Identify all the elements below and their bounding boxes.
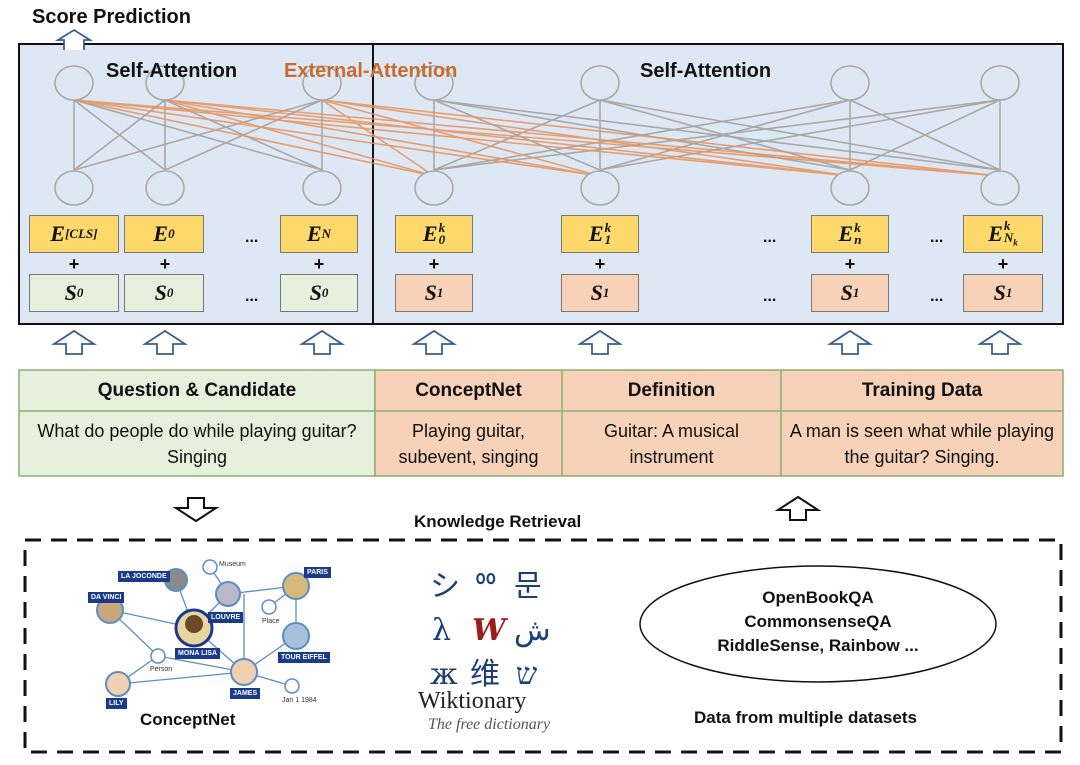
svg-text:문: 문 xyxy=(514,569,542,604)
conceptnet-title: ConceptNet xyxy=(415,379,522,401)
svg-text:ش: ش xyxy=(514,613,551,648)
dataset-item: OpenBookQA xyxy=(762,588,874,607)
svg-text:ж: ж xyxy=(430,657,458,692)
dataset-item: CommonsenseQA xyxy=(744,612,892,631)
attention-nodes-top xyxy=(54,65,1020,101)
graph-label: DA VINCI xyxy=(88,592,125,603)
definition-body: Guitar: A musical instrument xyxy=(603,421,740,467)
graph-label: PARIS xyxy=(304,567,331,578)
ellipsis: ... xyxy=(930,229,944,246)
ellipsis: ... xyxy=(763,288,777,305)
retrieval-arrow-down-icon xyxy=(172,497,220,523)
svg-text:ש: ש xyxy=(516,657,537,692)
graph-label: Person xyxy=(150,666,173,673)
training-title: Training Data xyxy=(861,379,983,401)
self-attention-left-label: Self-Attention xyxy=(106,60,238,82)
graph-label: LA JOCONDE xyxy=(118,571,170,582)
plus-sign: + xyxy=(313,254,325,274)
conceptnet-graph xyxy=(96,559,310,697)
definition-title: Definition xyxy=(627,379,716,401)
ellipsis: ... xyxy=(763,229,777,246)
graph-label: Museum xyxy=(219,561,246,568)
datasets-caption: Data from multiple datasets xyxy=(694,708,917,727)
dataset-item: RiddleSense, Rainbow ... xyxy=(717,636,919,655)
retrieval-arrow-up-icon xyxy=(774,495,822,521)
wiktionary-name: Wiktionary xyxy=(418,688,527,714)
input-arrows xyxy=(50,329,1024,355)
graph-label: Place xyxy=(262,618,280,625)
knowledge-retrieval-label: Knowledge Retrieval xyxy=(414,512,582,531)
external-attention-label: External-Attention xyxy=(284,60,458,82)
wiktionary-tagline: The free dictionary xyxy=(428,716,551,733)
datasets-ellipse xyxy=(639,565,997,683)
wiktionary-logo-icon: シ ᅇ 문 λ W ش ж 维 ש xyxy=(430,569,551,692)
svg-text:ᅇ: ᅇ xyxy=(472,569,500,604)
question-cell xyxy=(18,369,376,477)
svg-text:维: 维 xyxy=(470,657,500,692)
self-attention-right-label: Self-Attention xyxy=(640,60,772,82)
graph-label: LOUVRE xyxy=(208,612,244,623)
knowledge-cells xyxy=(374,369,1064,477)
plus-sign: + xyxy=(428,254,440,274)
graph-label: MONA LISA xyxy=(175,648,221,659)
ellipsis: ... xyxy=(245,229,259,246)
score-arrow-up-icon xyxy=(54,28,94,50)
score-prediction-label: Score Prediction xyxy=(32,6,191,28)
training-body: A man is seen what while playing the gui… xyxy=(789,421,1055,467)
attention-nodes-bottom xyxy=(54,170,1020,206)
ellipsis: ... xyxy=(930,288,944,305)
plus-sign: + xyxy=(844,254,856,274)
graph-label: LILY xyxy=(106,698,127,709)
plus-sign: + xyxy=(68,254,80,274)
question-body: What do people do while playing guitar? … xyxy=(37,421,357,467)
graph-label: Jan 1 1984 xyxy=(282,697,317,704)
plus-sign: + xyxy=(997,254,1009,274)
ellipsis: ... xyxy=(245,288,259,305)
plus-sign: + xyxy=(159,254,171,274)
graph-label: TOUR EIFFEL xyxy=(278,652,330,663)
plus-sign: + xyxy=(594,254,606,274)
svg-text:W: W xyxy=(472,613,509,648)
graph-label: JAMES xyxy=(230,688,261,699)
conceptnet-caption: ConceptNet xyxy=(140,710,236,729)
external-attention-lines xyxy=(73,99,1001,177)
conceptnet-body: Playing guitar, subevent, singing xyxy=(398,421,539,467)
embedding-cls: E[CLS] xyxy=(29,215,119,253)
svg-text:シ: シ xyxy=(430,569,460,604)
question-title: Question & Candidate xyxy=(97,379,297,401)
svg-text:λ: λ xyxy=(432,613,451,648)
datasets-list: OpenBookQA CommonsenseQA RiddleSense, Ra… xyxy=(660,586,976,658)
